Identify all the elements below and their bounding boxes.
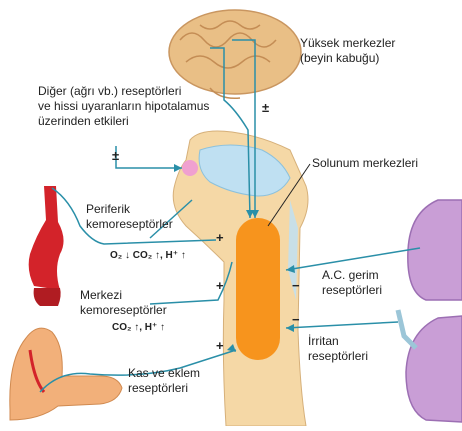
lung-lower [398,310,462,422]
higher-centers-line-1: Yüksek merkezler [300,36,395,51]
stretch-receptors-label: A.C. gerim reseptörleri [322,268,382,298]
other-receptors-label: Diğer (ağrı vb.) reseptörleri ve hissi u… [38,84,209,129]
irritant-line-1: İrritan [308,334,368,349]
peripheral-line-2: kemoreseptörler [86,217,173,232]
cortex-sign: ± [262,100,269,115]
arm-illustration [10,328,122,420]
hypothalamus-dot [182,160,198,176]
peripheral-sign: + [216,230,224,245]
irritant-line-2: reseptörleri [308,349,368,364]
muscle-line-1: Kas ve eklem [128,366,200,381]
stretch-line-1: A.C. gerim [322,268,382,283]
higher-centers-label: Yüksek merkezler (beyin kabuğu) [300,36,395,66]
hypothalamus-pathway [116,146,182,168]
central-line-1: Merkezi [80,288,167,303]
peripheral-chemoreceptors-label: Periferik kemoreseptörler [86,202,173,232]
muscle-joint-receptors-label: Kas ve eklem reseptörleri [128,366,200,396]
other-receptors-line-2: ve hissi uyaranların hipotalamus [38,99,209,114]
irritant-sign: − [292,312,300,327]
central-stimuli: CO₂ ↑, H⁺ ↑ [112,322,165,333]
hypothalamus-sign: ± [112,148,119,163]
higher-centers-line-2: (beyin kabuğu) [300,51,395,66]
stretch-line-2: reseptörleri [322,283,382,298]
muscle-sign: + [216,338,224,353]
stretch-sign: − [292,278,300,293]
peripheral-line-1: Periferik [86,202,173,217]
central-chemoreceptors-label: Merkezi kemoreseptörler [80,288,167,318]
peripheral-stimuli: O₂ ↓ CO₂ ↑, H⁺ ↑ [110,250,186,261]
respiratory-center-shape [236,218,280,360]
lung-upper [408,200,462,300]
carotid-artery [29,186,64,306]
muscle-line-2: reseptörleri [128,381,200,396]
other-receptors-line-3: üzerinden etkileri [38,114,209,129]
respiratory-centers-label: Solunum merkezleri [312,156,418,171]
central-sign: + [216,278,224,293]
stretch-pathway [286,248,420,270]
central-line-2: kemoreseptörler [80,303,167,318]
irritant-pathway [286,322,398,328]
other-receptors-line-1: Diğer (ağrı vb.) reseptörleri [38,84,209,99]
irritant-receptors-label: İrritan reseptörleri [308,334,368,364]
